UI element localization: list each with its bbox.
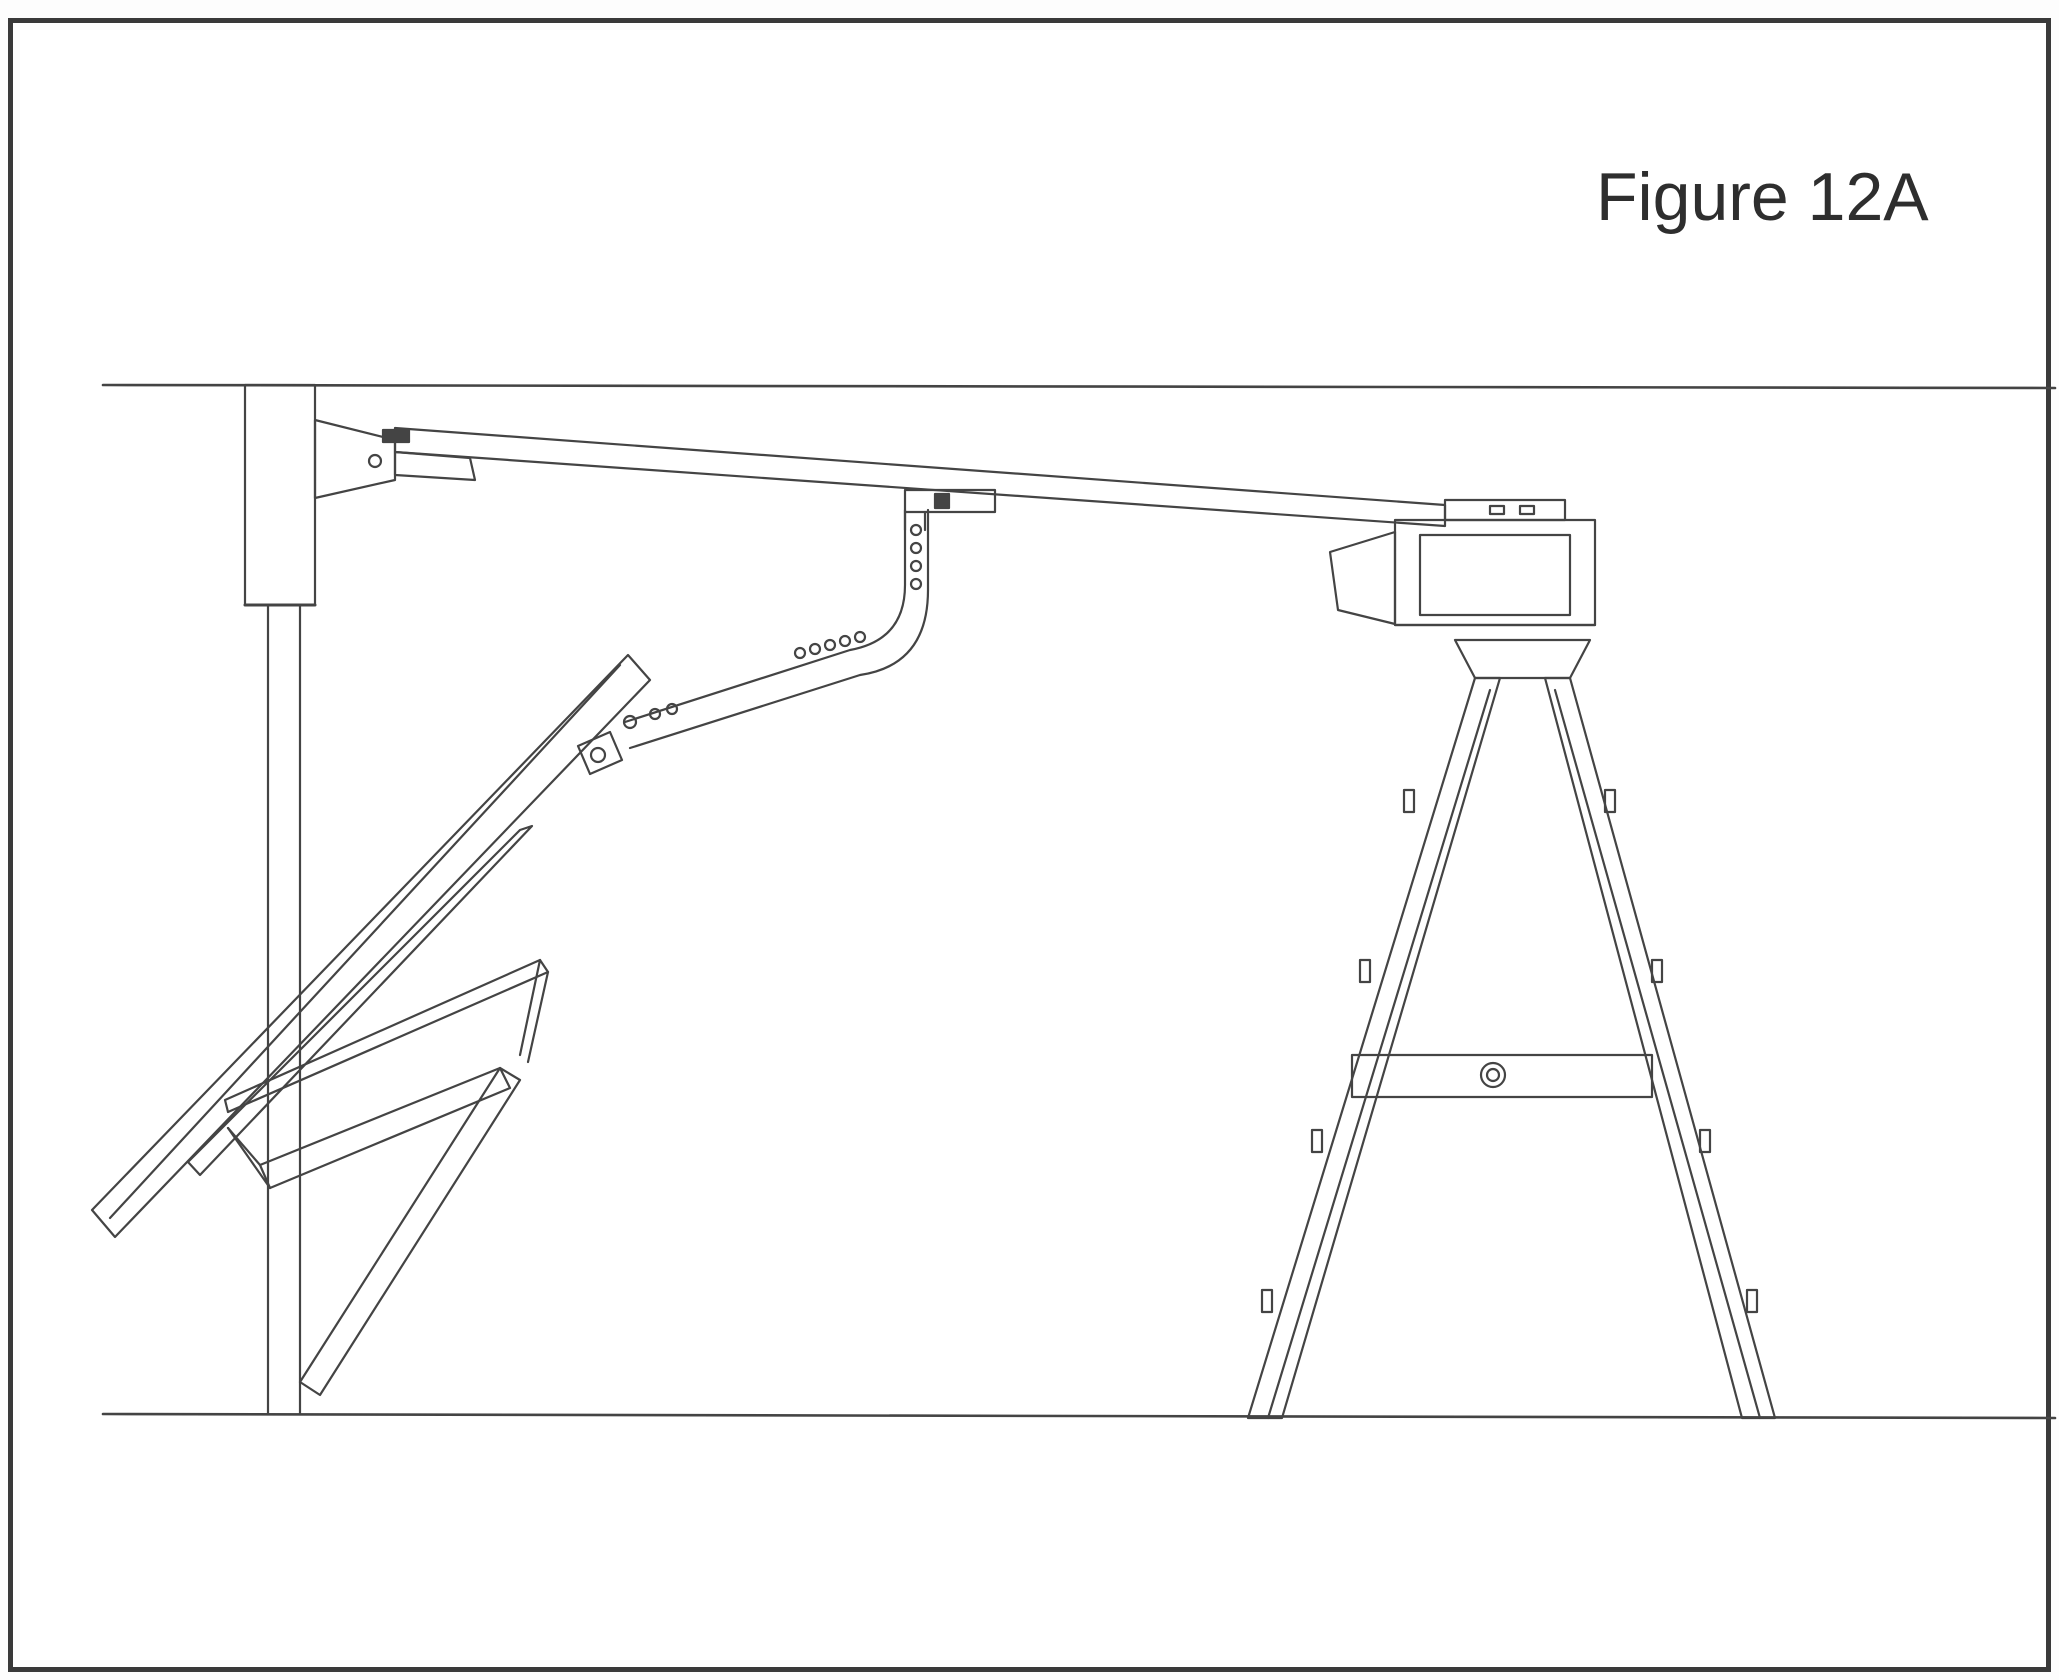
garage-door-panel	[92, 655, 650, 1237]
stepladder	[1248, 640, 1775, 1418]
trolley	[905, 490, 995, 530]
door-frame-post	[245, 385, 315, 1414]
figure-title: Figure 12A	[1596, 159, 1929, 235]
ceiling-line	[103, 385, 2055, 388]
door-track	[188, 826, 548, 1175]
straight-door-arm	[578, 704, 677, 774]
figure-frame	[8, 18, 2051, 1672]
curved-door-arm	[625, 510, 928, 748]
floor-line	[103, 1414, 2055, 1418]
opener-rail	[395, 428, 1445, 526]
door-spring	[228, 1068, 520, 1395]
opener-motor-unit	[1330, 500, 1595, 625]
